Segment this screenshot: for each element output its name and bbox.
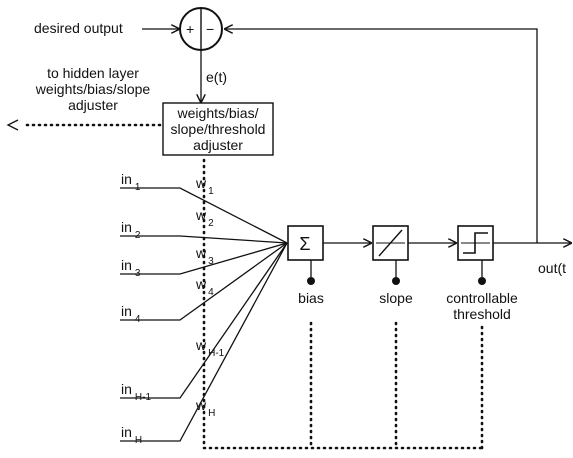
input-wire-6 <box>120 242 288 442</box>
hidden-layer-note-line1: to hidden layer <box>47 65 139 81</box>
input-label-1: in1 <box>121 171 141 193</box>
comparator-minus-sign: − <box>206 21 214 37</box>
threshold-label-line1: controllable <box>446 290 518 306</box>
input-wire-1 <box>120 187 288 244</box>
feedback-wire <box>225 29 538 243</box>
output-label: out(t <box>538 260 566 276</box>
step-function-icon <box>463 232 488 254</box>
input-label-3: in3 <box>121 257 141 279</box>
adjuster-label-line2: slope/threshold <box>171 121 266 137</box>
slope-control-dot <box>392 277 400 285</box>
threshold-label-line2: threshold <box>453 306 511 322</box>
input-wire-5 <box>120 242 288 399</box>
hidden-layer-note-line2: weights/bias/slope <box>35 81 151 97</box>
bias-control-dot <box>307 277 315 285</box>
input-wire-2 <box>120 235 288 244</box>
slope-label: slope <box>379 290 413 306</box>
input-label-2: in2 <box>121 219 141 241</box>
sum-block <box>287 225 324 261</box>
adjuster-label-line3: adjuster <box>193 137 243 153</box>
adjuster-box <box>162 102 274 156</box>
input-label-6: inH <box>121 424 142 446</box>
adjuster-label-line1: weights/bias/ <box>177 105 259 121</box>
bias-label: bias <box>298 290 324 306</box>
input-label-5: inH-1 <box>121 381 151 403</box>
sum-symbol: Σ <box>299 234 310 254</box>
error-label: e(t) <box>206 69 227 85</box>
input-wire-3 <box>120 242 288 275</box>
desired-output-label: desired output <box>34 20 123 36</box>
input-label-4: in4 <box>121 303 141 325</box>
comparator-plus-sign: + <box>186 21 194 37</box>
hidden-layer-arrowhead <box>6 119 19 131</box>
hidden-layer-note-line3: adjuster <box>68 97 118 113</box>
input-wire-4 <box>120 242 288 321</box>
threshold-control-dot <box>478 277 486 285</box>
